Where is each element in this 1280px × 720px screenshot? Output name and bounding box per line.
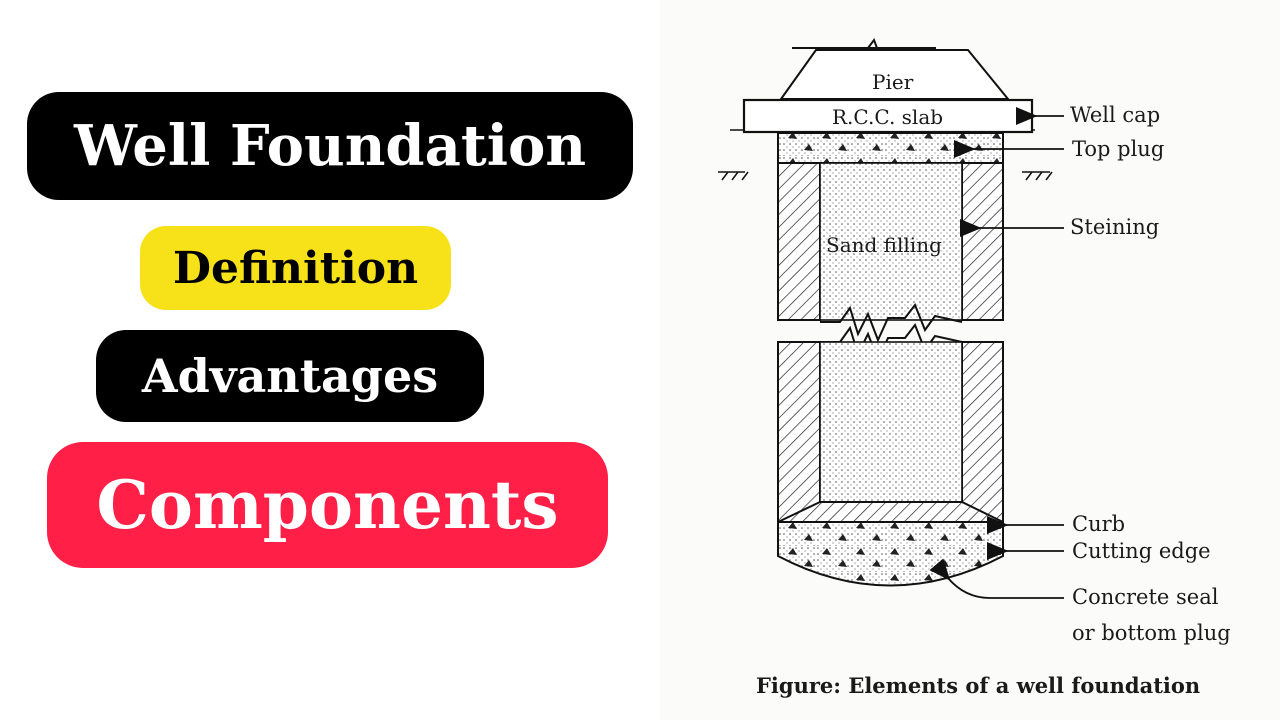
pier-label: Pier bbox=[872, 70, 914, 94]
figure-caption: Figure: Elements of a well foundation bbox=[756, 673, 1200, 698]
advantages-text: Advantages bbox=[141, 349, 439, 403]
concrete-seal-label: Concrete seal bbox=[1072, 585, 1219, 609]
definition-text: Definition bbox=[172, 242, 419, 294]
title-text: Well Foundation bbox=[73, 113, 587, 179]
components-pill: Components bbox=[47, 442, 608, 568]
break-line-top bbox=[820, 302, 963, 343]
well-cap-label: Well cap bbox=[1070, 103, 1160, 127]
bottom-plug-label: or bottom plug bbox=[1072, 621, 1231, 645]
top-plug-label: Top plug bbox=[1072, 137, 1164, 161]
lower-well bbox=[777, 341, 1004, 587]
callout-arrows bbox=[929, 107, 1064, 599]
rcc-slab-label: R.C.C. slab bbox=[832, 105, 943, 129]
upper-well: Sand filling bbox=[718, 132, 1053, 321]
steining-label: Steining bbox=[1070, 215, 1159, 239]
well-cap: R.C.C. slab bbox=[730, 98, 1035, 134]
curb-label: Curb bbox=[1072, 512, 1125, 536]
definition-pill: Definition bbox=[140, 226, 451, 310]
advantages-pill: Advantages bbox=[96, 330, 484, 422]
sand-filling-label: Sand filling bbox=[826, 233, 942, 257]
components-text: Components bbox=[96, 466, 559, 544]
title-pill: Well Foundation bbox=[27, 92, 633, 200]
pier: Pier bbox=[779, 37, 1011, 100]
cutting-edge-label: Cutting edge bbox=[1072, 539, 1211, 563]
